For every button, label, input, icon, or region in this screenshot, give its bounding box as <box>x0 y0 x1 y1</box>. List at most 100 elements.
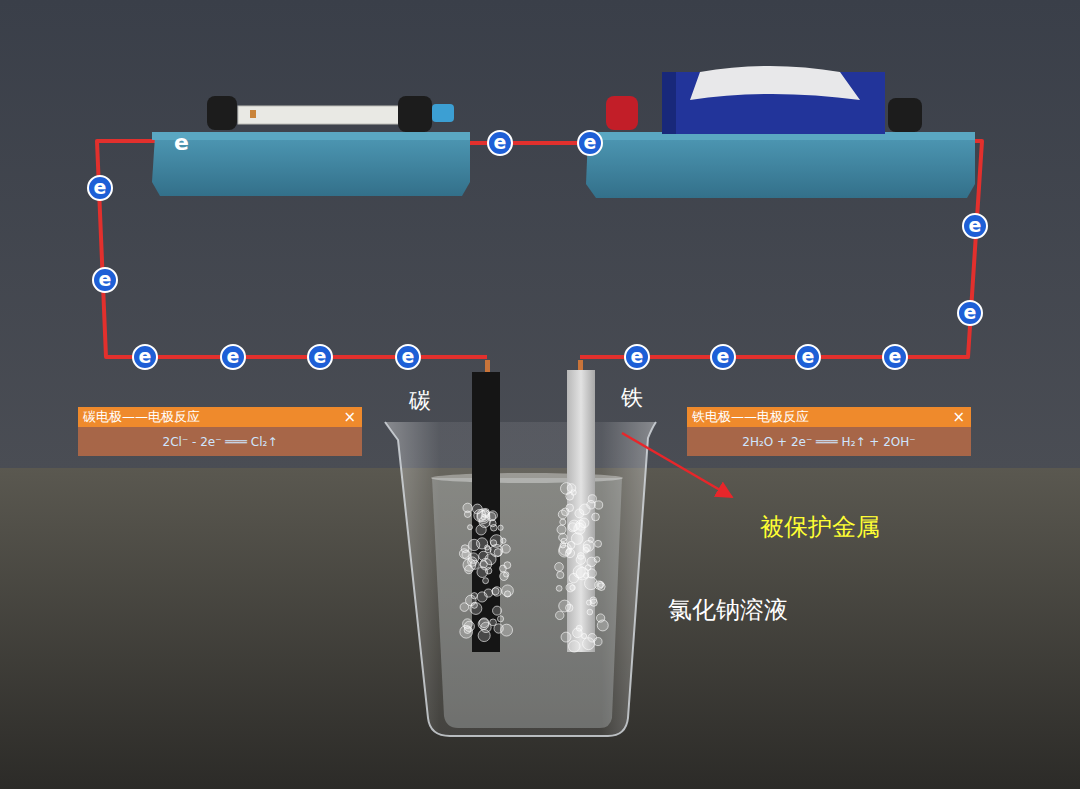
bubble <box>485 545 490 550</box>
electron-symbol: e <box>969 215 982 235</box>
close-button: × <box>343 409 356 425</box>
bubble <box>562 508 570 516</box>
wire <box>468 141 588 145</box>
bubble <box>575 509 584 518</box>
electron: e <box>87 175 113 201</box>
bubble <box>597 620 608 631</box>
bubble <box>477 509 490 522</box>
bubble <box>590 597 597 604</box>
electrode-reaction: 2Cl⁻ - 2e⁻ ═══ Cl₂↑ <box>163 435 278 449</box>
electron-symbol: e <box>494 132 507 152</box>
rheostat <box>152 96 470 196</box>
bubble <box>576 555 585 564</box>
electron-symbol: e <box>94 177 107 197</box>
callout-label: 被保护金属 <box>760 511 880 543</box>
electron-symbol: e <box>631 346 644 366</box>
power-supply <box>586 66 975 198</box>
bubble <box>576 625 582 631</box>
electrode-name: 碳 <box>409 386 431 416</box>
bubble <box>594 557 600 563</box>
electron: e <box>882 344 908 370</box>
bubble <box>501 538 506 543</box>
electron-symbol: e <box>314 346 327 366</box>
bubble <box>595 540 602 547</box>
bubble <box>587 609 593 615</box>
bubble <box>583 638 595 650</box>
bubble <box>573 566 585 578</box>
bubble <box>598 581 604 587</box>
electron: e <box>795 344 821 370</box>
electron: e <box>624 344 650 370</box>
bubble <box>559 600 571 612</box>
bubble <box>560 519 566 525</box>
wall <box>0 0 1080 470</box>
panel-header: 铁电极——电极反应 × <box>687 407 971 427</box>
electrode-name: 铁 <box>621 383 643 413</box>
bubble <box>478 619 489 630</box>
bubble <box>567 484 576 493</box>
bubble <box>494 624 503 633</box>
electron-symbol: e <box>139 346 152 366</box>
beaker <box>385 422 656 736</box>
bubble <box>477 567 488 578</box>
floor <box>0 468 1080 789</box>
bubble <box>566 583 574 591</box>
bubble <box>497 616 503 622</box>
electron: e <box>307 344 333 370</box>
bubble <box>559 543 571 555</box>
bubble <box>500 572 508 580</box>
electron: e <box>577 130 603 156</box>
electron: e <box>710 344 736 370</box>
panel-body: 2Cl⁻ - 2e⁻ ═══ Cl₂↑ <box>78 427 362 456</box>
electron-symbol: e <box>889 346 902 366</box>
bubble <box>502 585 514 597</box>
bubble <box>557 571 564 578</box>
bubble <box>504 572 509 577</box>
bubble <box>557 525 566 534</box>
panel-body: 2H₂O + 2e⁻ ═══ H₂↑ + 2OH⁻ <box>687 427 971 456</box>
bubble <box>478 630 490 642</box>
electron: e <box>395 344 421 370</box>
bubble <box>569 641 581 653</box>
electron-symbol: e <box>964 302 977 322</box>
panel-header: 碳电极——电极反应 × <box>78 407 362 427</box>
bubble <box>492 588 499 595</box>
bubble <box>556 611 564 619</box>
electrode-reaction: 2H₂O + 2e⁻ ═══ H₂↑ + 2OH⁻ <box>742 435 915 449</box>
electron: e <box>957 300 983 326</box>
panel-title: 铁电极——电极反应 <box>692 409 809 425</box>
bubble <box>498 525 503 530</box>
electron-symbol: e <box>717 346 730 366</box>
bubble <box>561 632 571 642</box>
bubble <box>479 551 488 560</box>
panel-title: 碳电极——电极反应 <box>83 409 200 425</box>
bubble <box>592 513 600 521</box>
electron: e <box>92 267 118 293</box>
bubble <box>556 585 562 591</box>
electron: e <box>487 130 513 156</box>
bubble <box>588 537 593 542</box>
bubbles <box>459 483 608 652</box>
bubble <box>464 511 470 517</box>
electron-symbol: e <box>584 132 597 152</box>
bubble <box>462 550 471 559</box>
reaction-panel: 碳电极——电极反应 × 2Cl⁻ - 2e⁻ ═══ Cl₂↑ <box>78 407 362 456</box>
electron-symbol: e <box>174 130 189 155</box>
bubble <box>493 606 502 615</box>
bubble <box>492 587 501 596</box>
close-button: × <box>952 409 965 425</box>
electron: e <box>220 344 246 370</box>
bubble <box>574 523 585 534</box>
electron-symbol: e <box>402 346 415 366</box>
bubble <box>490 524 497 531</box>
bubble <box>484 589 492 597</box>
bubble <box>468 525 473 530</box>
electron-symbol: e <box>227 346 240 366</box>
solution-label: 氯化钠溶液 <box>668 594 788 626</box>
bubble <box>588 495 596 503</box>
electron-symbol: e <box>802 346 815 366</box>
bubble <box>582 633 587 638</box>
bubble <box>499 565 506 572</box>
